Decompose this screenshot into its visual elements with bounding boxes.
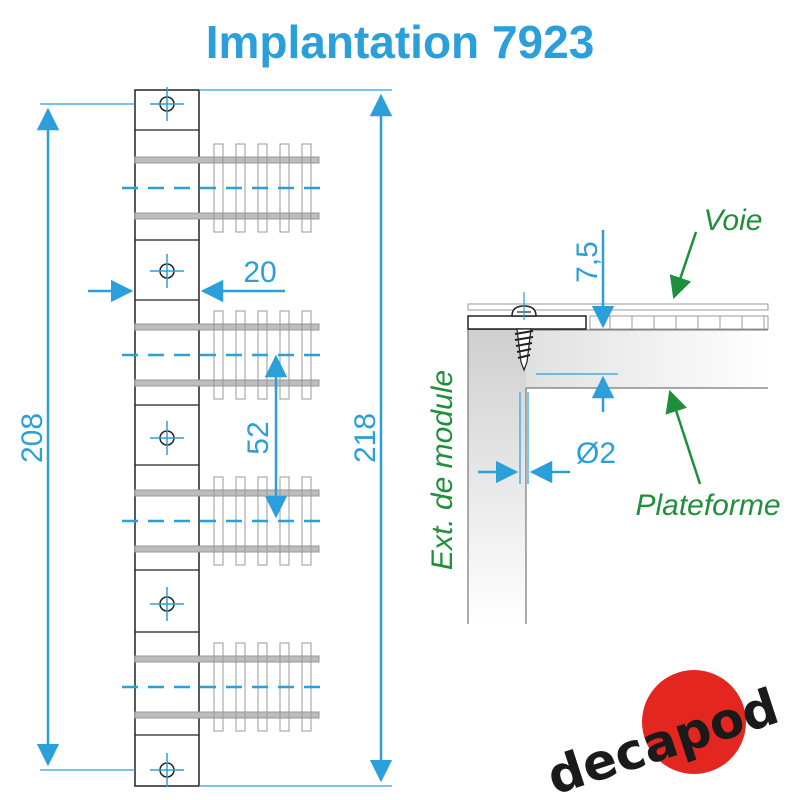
- screw-hole: [150, 421, 184, 455]
- track-rail: [467, 303, 769, 311]
- label-track: Voie: [704, 204, 763, 237]
- rail: [134, 379, 320, 387]
- platform-pointer-arrow: [665, 389, 702, 485]
- rail: [134, 489, 320, 497]
- rail: [134, 156, 320, 164]
- section-view: 7,5 Ø2 Voie Plateforme Ext. de module: [426, 204, 781, 624]
- rail: [134, 711, 320, 719]
- strip-segments: [135, 129, 199, 736]
- label-module-edge: Ext. de module: [426, 370, 459, 570]
- screw-hole: [150, 587, 184, 621]
- track-group: [122, 476, 330, 566]
- clamp-plate: [467, 315, 587, 330]
- logo-red-disc: [642, 670, 746, 774]
- dim-label-20: 20: [243, 256, 276, 289]
- dim-label-52: 52: [242, 421, 275, 454]
- rail: [134, 323, 320, 331]
- track-groups: [122, 143, 330, 732]
- plan-view: 208 218 20 52: [16, 87, 393, 787]
- dim-label-208: 208: [16, 413, 49, 463]
- decapod-logo: decapod: [540, 670, 785, 800]
- page-title: Implantation 7923: [206, 16, 595, 68]
- rail: [134, 212, 320, 220]
- screw-hole: [150, 254, 184, 288]
- track-pointer-arrow: [669, 231, 698, 300]
- track-group: [122, 642, 330, 732]
- rail: [134, 545, 320, 553]
- track-sleeper-bed: [589, 315, 769, 330]
- dim-label-218: 218: [349, 413, 382, 463]
- rail: [134, 655, 320, 663]
- module-edge-board: [468, 330, 526, 624]
- screw-hole: [150, 87, 184, 121]
- dim-label-7-5: 7,5: [571, 241, 604, 283]
- dim-label-diameter: Ø2: [576, 437, 616, 470]
- screw-holes: [150, 87, 184, 787]
- label-platform: Plateforme: [635, 489, 780, 522]
- track-group: [122, 310, 330, 400]
- screw-hole: [150, 753, 184, 787]
- track-group: [122, 143, 330, 233]
